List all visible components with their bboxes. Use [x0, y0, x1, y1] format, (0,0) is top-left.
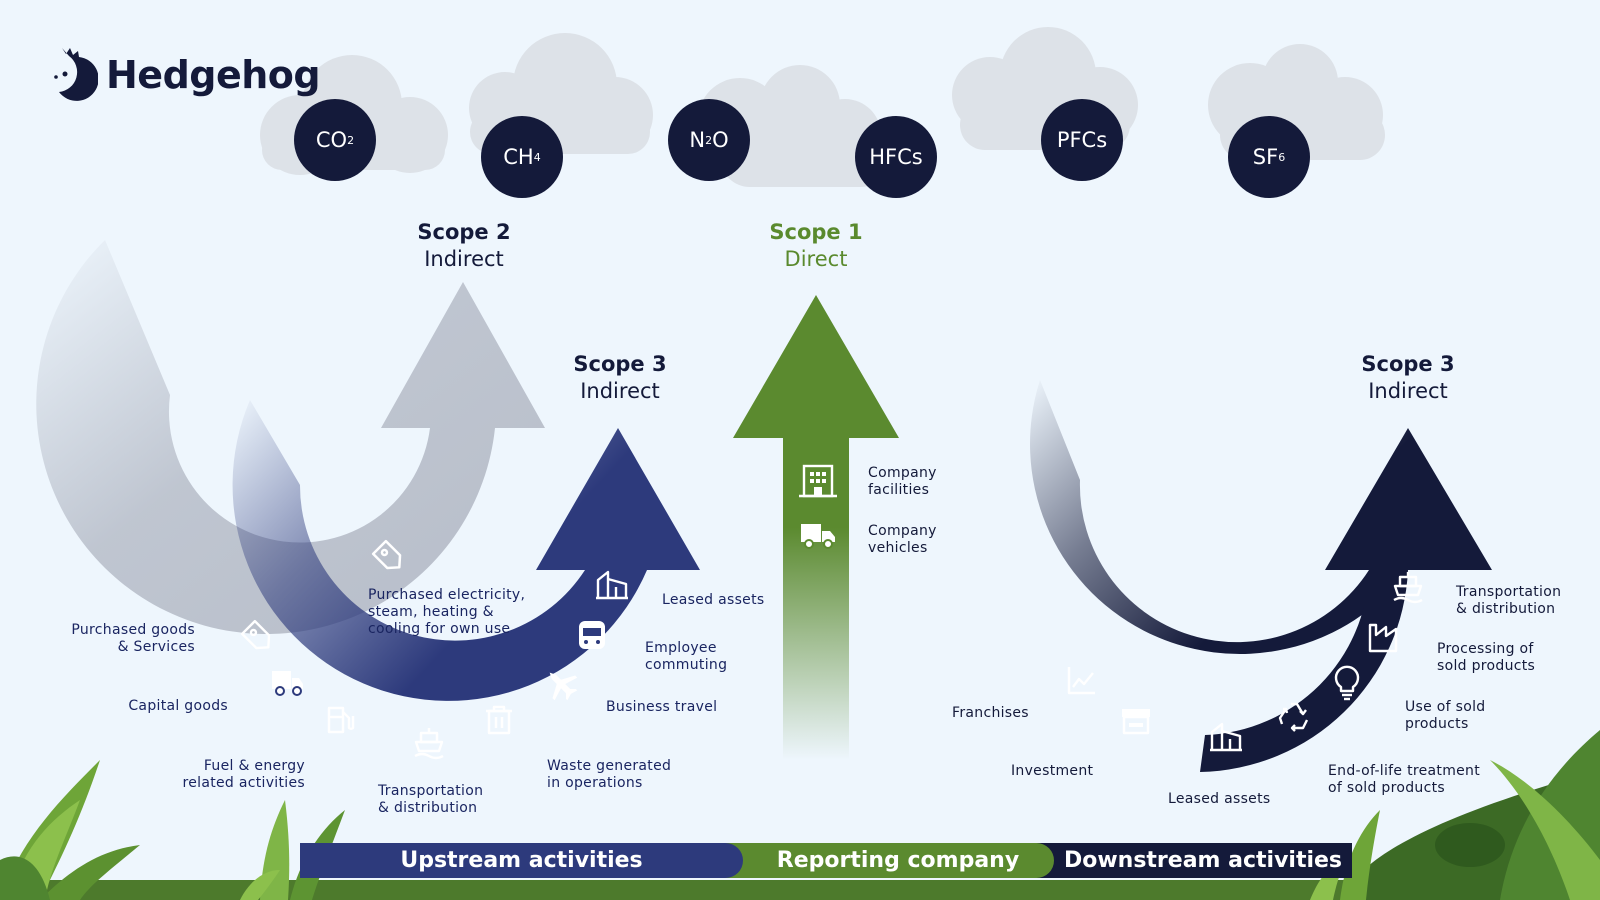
band-reporting-company: Reporting company — [724, 843, 1054, 878]
label-purchased-electricity: Purchased electricity, steam, heating & … — [368, 587, 526, 637]
label-leased-assets-downstream: Leased assets — [1168, 791, 1271, 807]
label-business-travel: Business travel — [606, 699, 718, 715]
lightbulb-icon — [1334, 665, 1360, 701]
airplane-icon — [549, 672, 578, 701]
price-tag-icon — [371, 539, 402, 570]
label-investment: Investment — [1011, 763, 1094, 779]
ship-icon — [414, 728, 444, 760]
label-purchased-goods: Purchased goods & Services — [71, 622, 195, 655]
label-waste-generated: Waste generated in operations — [547, 758, 672, 791]
label-use-of-sold-products: Use of sold products — [1405, 699, 1486, 732]
band-downstream: Downstream activities — [1034, 843, 1352, 878]
label-franchises: Franchises — [952, 705, 1029, 721]
label-employee-commuting: Employee commuting — [645, 640, 728, 673]
gas-bubble-pfcs: PFCs — [1041, 99, 1123, 181]
foliage-left — [0, 760, 140, 900]
brand-logo: Hedgehog — [52, 46, 321, 104]
price-tag-icon — [240, 619, 271, 650]
label-fuel-energy: Fuel & energy related activities — [182, 758, 305, 791]
label-transportation-distribution-downstream: Transportation & distribution — [1456, 584, 1562, 617]
chart-icon — [1067, 667, 1095, 695]
truck-icon — [272, 671, 303, 696]
label-end-of-life: End-of-life treatment of sold products — [1328, 763, 1481, 796]
building-icon — [596, 570, 628, 600]
scope3-downstream-arrow — [1030, 380, 1492, 772]
train-icon — [579, 621, 605, 649]
fuel-pump-icon — [327, 706, 355, 734]
band-upstream: Upstream activities — [300, 843, 743, 878]
factory-icon — [1368, 623, 1398, 653]
label-company-vehicles: Company vehicles — [868, 523, 937, 556]
foliage-right — [1310, 730, 1600, 900]
scope2-arrow — [36, 240, 546, 635]
label-capital-goods: Capital goods — [128, 698, 228, 714]
recycle-icon — [1278, 702, 1309, 732]
trash-icon — [486, 705, 512, 735]
building-icon — [1210, 722, 1242, 752]
brand-name: Hedgehog — [106, 53, 321, 97]
ship-icon — [1393, 572, 1423, 604]
label-transportation-distribution-upstream: Transportation & distribution — [378, 783, 484, 816]
store-icon — [1122, 709, 1150, 735]
label-leased-assets-upstream: Leased assets — [662, 592, 765, 608]
truck-icon — [801, 524, 835, 549]
hedgehog-logo-icon — [54, 48, 98, 101]
gas-bubble-hfcs: HFCs — [855, 116, 937, 198]
office-building-icon — [799, 464, 837, 498]
label-processing-of-sold-products: Processing of sold products — [1437, 641, 1536, 674]
label-company-facilities: Company facilities — [868, 465, 937, 498]
cloud-group — [260, 27, 1385, 187]
